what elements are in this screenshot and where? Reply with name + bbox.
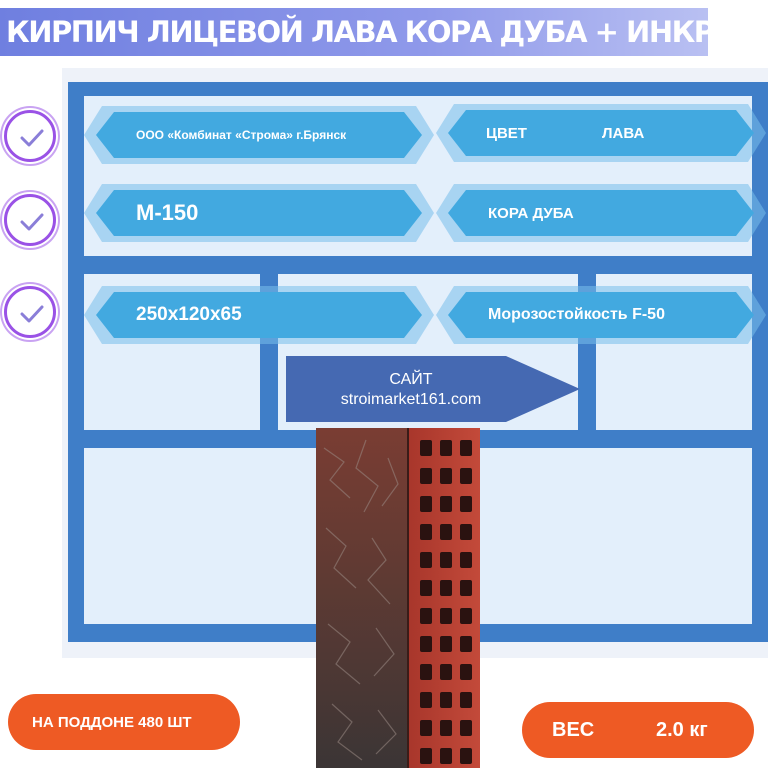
pallet-label: НА ПОДДОНЕ 480 ШТ [32,713,192,731]
page-title: КИРПИЧ ЛИЦЕВОЙ ЛАВА КОРА ДУБА + ИНКРУСТА… [0,8,708,56]
check-circle-icon [4,286,56,338]
grade-label: М-150 [136,200,199,225]
weight-value: 2.0 кг [656,718,708,741]
color-banner: ЦВЕТ ЛАВА [436,104,766,162]
site-link[interactable]: САЙТ stroimarket161.com [286,370,536,410]
brick-image [316,428,480,768]
texture-label: КОРА ДУБА [488,204,574,222]
pallet-badge: НА ПОДДОНЕ 480 ШТ [8,694,240,750]
color-label: ЦВЕТ [486,124,527,142]
weight-badge: ВЕС 2.0 кг [522,702,754,758]
size-banner: 250х120х65 [84,286,434,344]
texture-banner: КОРА ДУБА [436,184,766,242]
site-url[interactable]: stroimarket161.com [340,391,482,408]
check-circle-icon [4,194,56,246]
site-label: САЙТ [389,371,433,388]
manufacturer-banner: ООО «Комбинат «Строма» г.Брянск [84,106,434,164]
grade-banner: М-150 [84,184,434,242]
color-value: ЛАВА [602,124,645,142]
weight-label: ВЕС [552,718,595,741]
frost-label: Морозостойкость F-50 [488,306,665,323]
manufacturer-label: ООО «Комбинат «Строма» г.Брянск [136,128,347,142]
size-label: 250х120х65 [136,304,242,325]
frost-banner: Морозостойкость F-50 [436,286,766,344]
check-circle-icon [4,110,56,162]
